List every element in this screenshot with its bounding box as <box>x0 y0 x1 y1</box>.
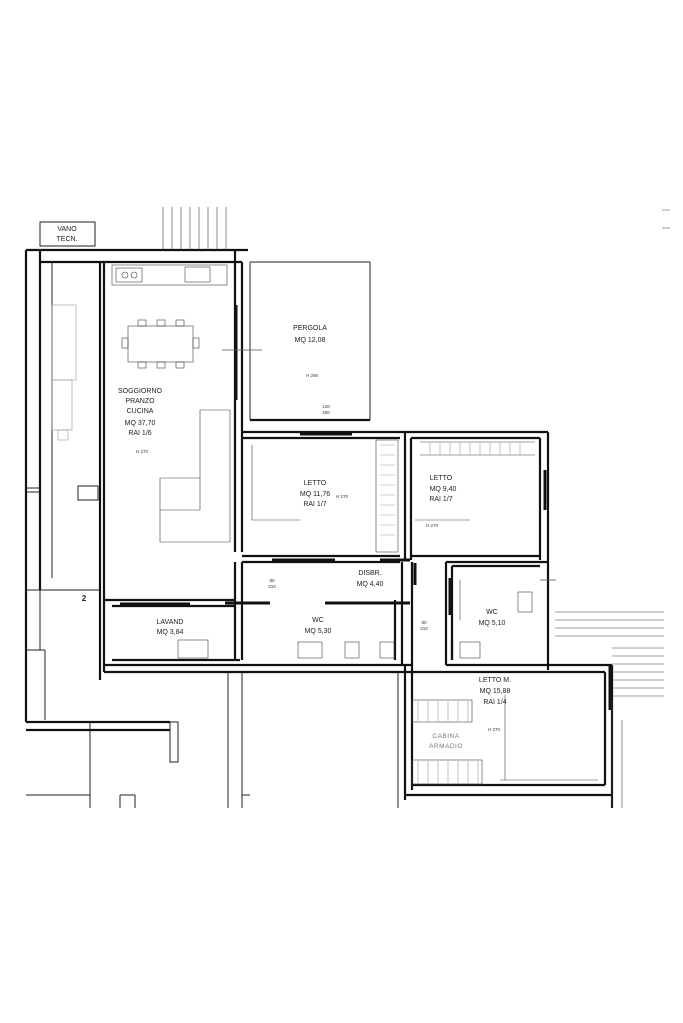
svg-text:H 290: H 290 <box>306 373 319 378</box>
room-letto-1: LETTO MQ 11,76 RAI 1/7 H 270 <box>300 480 349 508</box>
room-pergola: PERGOLA MQ 12,08 H 290 <box>293 325 327 378</box>
vano-tecn-label: VANO TECN. <box>57 226 78 243</box>
room-disbr: DISBR. MQ 4,40 <box>357 570 384 588</box>
svg-text:MQ 3,84: MQ 3,84 <box>157 629 184 636</box>
room-lavand: LAVAND MQ 3,84 <box>157 619 184 636</box>
svg-text:MQ 5,30: MQ 5,30 <box>305 628 332 635</box>
svg-text:LAVAND: LAVAND <box>157 619 184 626</box>
svg-text:120: 120 <box>322 404 330 409</box>
door-dimension-marks: 80 210 80 210 120 250 <box>268 404 428 631</box>
svg-text:WC: WC <box>486 609 498 616</box>
svg-text:RAI 1/7: RAI 1/7 <box>303 501 326 508</box>
room-soggiorno: SOGGIORNO PRANZO CUCINA MQ 37,70 RAI 1/6… <box>118 388 163 454</box>
svg-text:CUCINA: CUCINA <box>127 408 154 415</box>
room-wc-2: WC MQ 5,10 <box>479 609 506 627</box>
svg-text:RAI 1/6: RAI 1/6 <box>128 430 151 437</box>
svg-text:LETTO: LETTO <box>304 480 327 487</box>
svg-text:PERGOLA: PERGOLA <box>293 325 327 332</box>
room-wc-1: WC MQ 5,30 <box>305 617 332 635</box>
svg-text:ARMADIO: ARMADIO <box>429 743 463 750</box>
axis-marker: 2 <box>82 594 87 603</box>
svg-text:RAI 1/4: RAI 1/4 <box>483 699 506 706</box>
svg-text:MQ 15,88: MQ 15,88 <box>480 688 511 695</box>
svg-text:MQ 12,08: MQ 12,08 <box>295 337 326 344</box>
svg-text:H 270: H 270 <box>336 494 349 499</box>
svg-text:250: 250 <box>322 410 330 415</box>
walls <box>24 207 670 808</box>
svg-text:SOGGIORNO: SOGGIORNO <box>118 388 163 395</box>
svg-text:WC: WC <box>312 617 324 624</box>
room-letto-2: LETTO MQ 9,40 RAI 1/7 H 270 <box>426 475 457 528</box>
svg-text:LETTO M.: LETTO M. <box>479 677 511 684</box>
svg-text:TECN.: TECN. <box>57 236 78 243</box>
room-cabina-armadio: CABINA ARMADIO <box>429 733 463 750</box>
svg-text:MQ 5,10: MQ 5,10 <box>479 620 506 627</box>
svg-text:VANO: VANO <box>57 226 77 233</box>
svg-text:MQ 37,70: MQ 37,70 <box>125 420 156 427</box>
svg-text:MQ 9,40: MQ 9,40 <box>430 486 457 493</box>
furniture <box>51 264 598 785</box>
svg-text:80: 80 <box>269 578 275 583</box>
svg-text:RAI 1/7: RAI 1/7 <box>429 496 452 503</box>
svg-text:2: 2 <box>82 594 87 603</box>
svg-text:DISBR.: DISBR. <box>358 570 381 577</box>
svg-text:MQ 11,76: MQ 11,76 <box>300 491 330 498</box>
svg-text:PRANZO: PRANZO <box>125 398 155 405</box>
svg-text:LETTO: LETTO <box>430 475 453 482</box>
room-letto-m: LETTO M. MQ 15,88 RAI 1/4 H 270 <box>479 677 511 732</box>
svg-text:CABINA: CABINA <box>432 733 459 740</box>
svg-text:H 270: H 270 <box>426 523 439 528</box>
svg-text:80: 80 <box>421 620 427 625</box>
svg-text:H 270: H 270 <box>136 449 149 454</box>
svg-text:210: 210 <box>420 626 428 631</box>
svg-text:MQ 4,40: MQ 4,40 <box>357 581 384 588</box>
svg-text:H 270: H 270 <box>488 727 501 732</box>
doors <box>120 305 612 710</box>
svg-text:210: 210 <box>268 584 276 589</box>
